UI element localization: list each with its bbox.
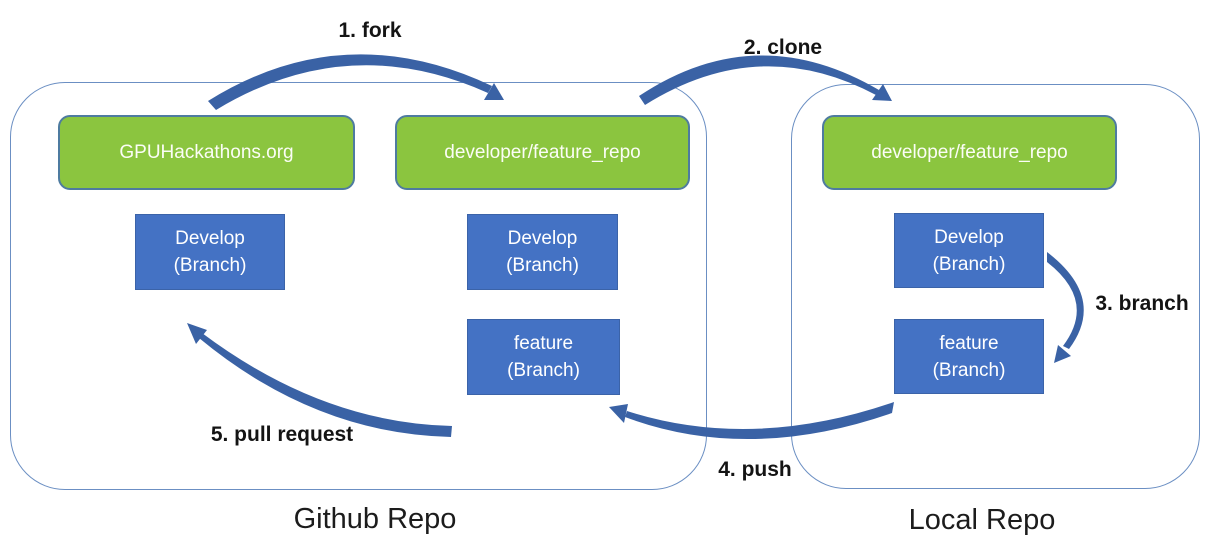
github-fork-develop-line2: (Branch) bbox=[506, 255, 579, 276]
local-feature-line1: feature bbox=[939, 332, 999, 354]
clone-step-label: 2. clone bbox=[743, 36, 823, 59]
gpuhackathons-box: GPUHackathons.org bbox=[58, 115, 355, 190]
github-origin-develop-line2: (Branch) bbox=[173, 255, 247, 276]
push-step-label: 4. push bbox=[718, 458, 792, 481]
github-feature-repo-box: developer/feature_repo bbox=[395, 115, 690, 190]
local-develop-box: Develop (Branch) bbox=[894, 213, 1044, 288]
github-fork-develop-box: Develop (Branch) bbox=[467, 214, 618, 290]
local-repo-label: Local Repo bbox=[908, 504, 1056, 536]
github-fork-develop-line1: Develop bbox=[507, 228, 578, 249]
fork-step-label: 1. fork bbox=[338, 19, 402, 42]
local-feature-repo-box: developer/feature_repo bbox=[822, 115, 1117, 190]
local-develop-line1: Develop bbox=[934, 226, 1004, 248]
github-fork-feature-line2: (Branch) bbox=[507, 360, 580, 381]
local-feature-repo-box-label: developer/feature_repo bbox=[871, 141, 1068, 163]
github-feature-repo-box-label: developer/feature_repo bbox=[444, 141, 641, 163]
github-fork-feature-box: feature (Branch) bbox=[467, 319, 620, 395]
branch-step-label: 3. branch bbox=[1095, 292, 1189, 315]
github-fork-feature-line1: feature bbox=[513, 333, 574, 354]
github-repo-label: Github Repo bbox=[293, 503, 457, 535]
gpuhackathons-box-label: GPUHackathons.org bbox=[119, 141, 294, 163]
local-repo-container bbox=[791, 84, 1200, 489]
local-feature-box: feature (Branch) bbox=[894, 319, 1044, 394]
pull-request-step-label: 5. pull request bbox=[210, 423, 354, 446]
github-origin-develop-box: Develop (Branch) bbox=[135, 214, 285, 290]
local-develop-line2: (Branch) bbox=[932, 253, 1006, 275]
local-feature-line2: (Branch) bbox=[932, 359, 1006, 381]
github-origin-develop-line1: Develop bbox=[175, 228, 245, 249]
